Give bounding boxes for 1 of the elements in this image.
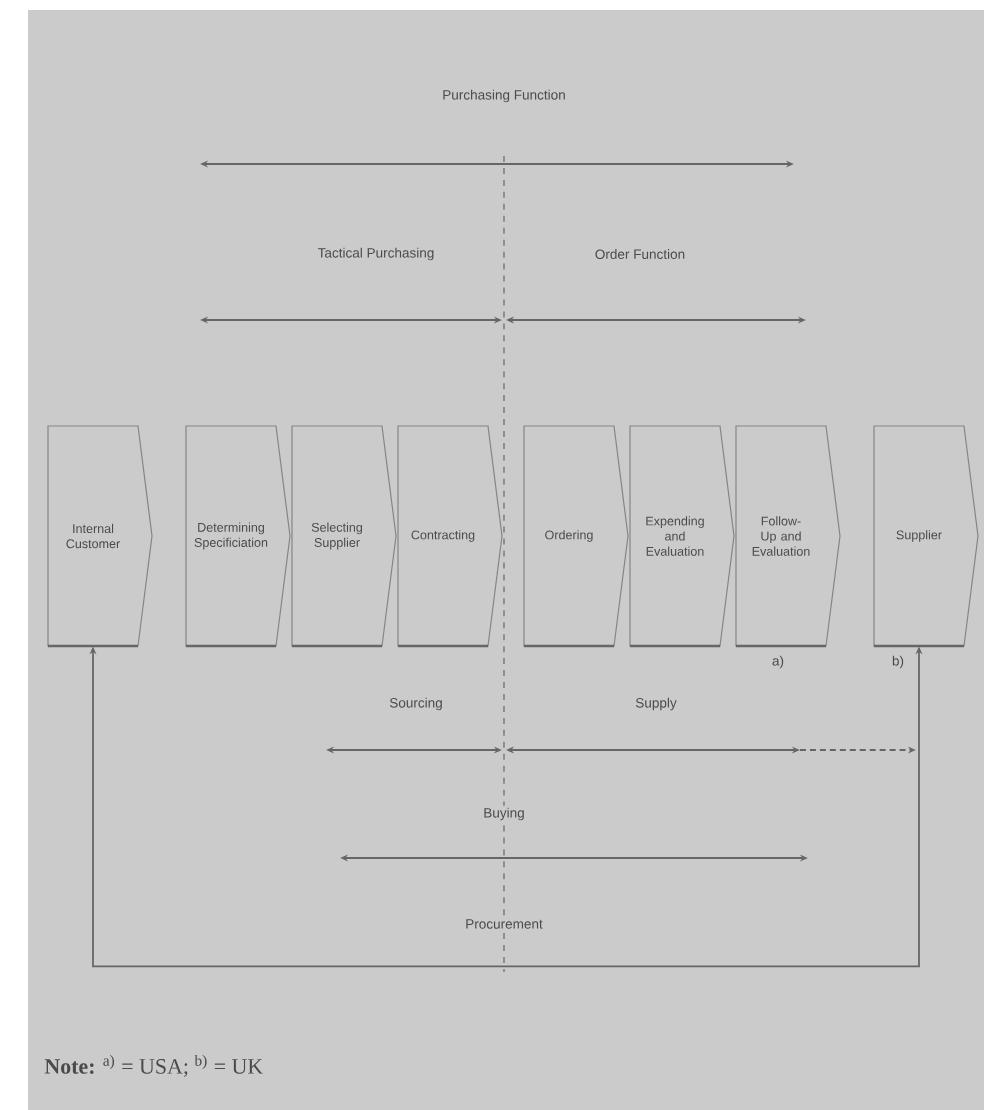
- note: Note: $^{a)}$ = USA; $^{b)}$ = UK: [44, 1055, 263, 1077]
